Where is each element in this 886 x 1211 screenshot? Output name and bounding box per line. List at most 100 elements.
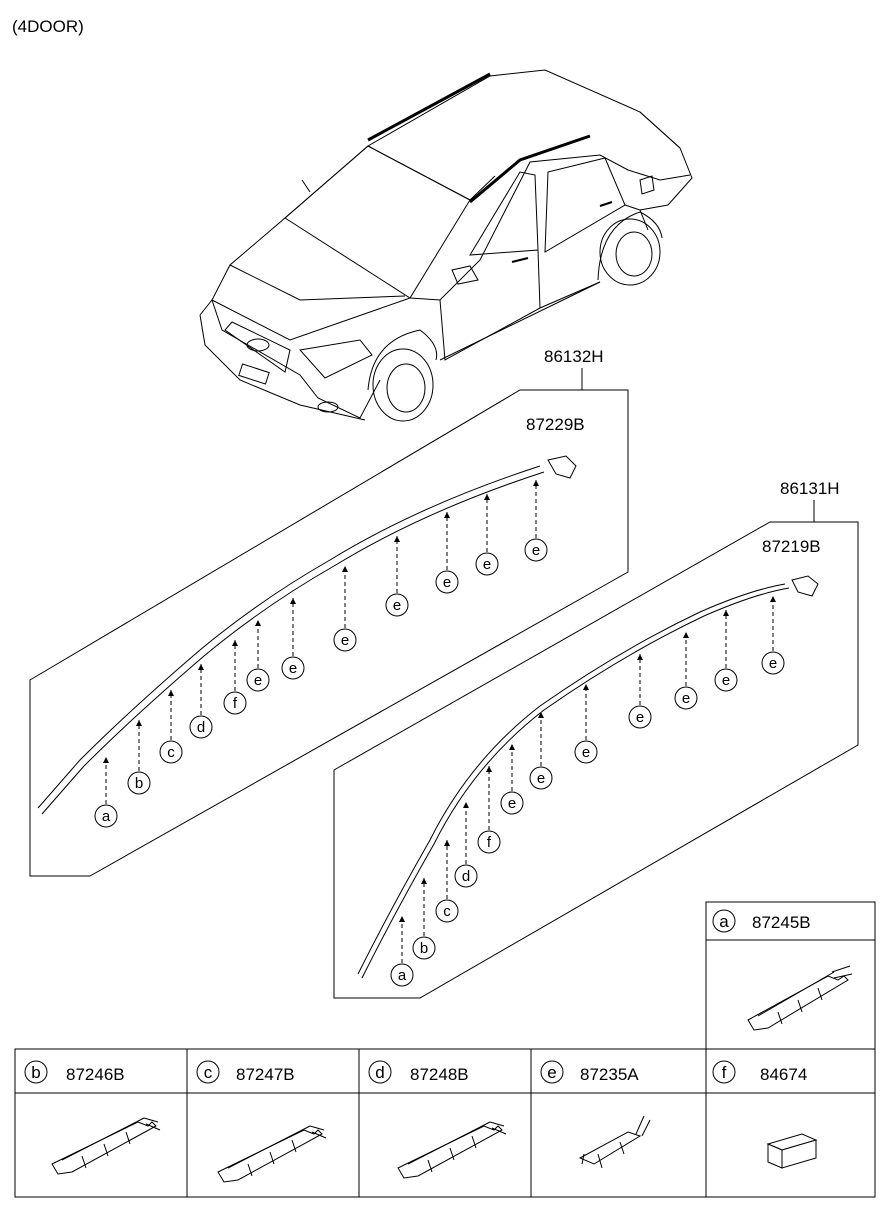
legend-letter-circle-d (368, 1060, 392, 1084)
front-end-piece-number: 87229B (526, 415, 585, 434)
callout-letter: e (636, 709, 644, 726)
legend-letter-c: c (204, 1063, 213, 1082)
callout-arrow (399, 916, 405, 922)
callout-arrow (232, 640, 238, 646)
front-part-number: 86132H (544, 347, 604, 366)
callout-arrow (342, 566, 348, 572)
legend-letter-d: d (375, 1063, 384, 1082)
callout-circle (714, 668, 738, 692)
legend-part-f: 84674 (760, 1065, 807, 1084)
callout-circle (281, 656, 305, 680)
callout-circle (333, 628, 357, 652)
front-moulding-strip (37, 465, 541, 809)
legend-letter-circle-b (24, 1060, 48, 1084)
callout-letter: e (769, 655, 777, 672)
callout-letter: c (443, 903, 451, 920)
callout-letter: e (289, 660, 297, 677)
callout-arrow (637, 654, 643, 660)
clip-a-icon (747, 965, 853, 1031)
sedan-car-illustration (199, 69, 693, 422)
callout-circle (435, 899, 459, 923)
clip-d-icon (397, 1121, 507, 1179)
rear-group-frame (333, 521, 859, 999)
callout-arrow (168, 690, 174, 696)
legend-letter-circle-a (712, 909, 736, 933)
callout-arrow (509, 744, 515, 750)
callout-letter: e (537, 770, 545, 787)
callout-circle (628, 705, 652, 729)
rear-part-number: 86131H (780, 479, 840, 498)
clip-b-icon (51, 1117, 161, 1175)
callout-arrow (683, 632, 689, 638)
callout-arrow (486, 766, 492, 772)
front-group-frame (29, 389, 629, 877)
callout-circle (385, 593, 409, 617)
callout-arrow (484, 494, 490, 500)
pad-f-icon (766, 1133, 818, 1169)
callout-arrow (255, 620, 261, 626)
callout-letter: c (167, 744, 175, 761)
callout-circle (674, 686, 698, 710)
callout-arrow (770, 596, 776, 602)
rear-end-piece-number: 87219B (762, 537, 821, 556)
clip-e-icon (578, 1115, 651, 1169)
rear-moulding-strip (357, 583, 786, 975)
callout-circle (529, 766, 553, 790)
front-end-clip (547, 455, 577, 479)
callout-circle (761, 651, 785, 675)
clip-c-icon (217, 1125, 327, 1183)
callout-letter: e (443, 574, 451, 591)
callout-circle (475, 552, 499, 576)
callout-circle (435, 570, 459, 594)
rear-end-clip (791, 575, 819, 597)
callout-circle (524, 538, 548, 562)
legend-part-d: 87248B (410, 1065, 469, 1084)
callout-circle (412, 936, 436, 960)
callout-arrow (421, 878, 427, 884)
callout-circle (574, 740, 598, 764)
callout-arrow (444, 512, 450, 518)
callout-circle (159, 740, 183, 764)
callout-letter: e (682, 690, 690, 707)
callout-letter: e (341, 632, 349, 649)
callout-letter: e (393, 597, 401, 614)
legend-part-b: 87246B (66, 1065, 125, 1084)
callout-arrow (394, 536, 400, 542)
legend-letter-circle-f (712, 1060, 736, 1084)
callout-arrow (463, 802, 469, 808)
page-title: (4DOOR) (12, 17, 84, 36)
callout-arrow (583, 684, 589, 690)
callout-arrow (103, 757, 109, 763)
legend-letter-circle-c (196, 1060, 220, 1084)
callout-letter: e (483, 556, 491, 573)
callout-letter: e (254, 672, 262, 689)
clip-legend-table: a 87245B b 87246B c 87247B (14, 901, 876, 1198)
callout-circle (500, 791, 524, 815)
callout-letter: f (233, 695, 238, 712)
callout-letter: a (102, 808, 111, 825)
legend-letter-f: f (722, 1063, 727, 1082)
callout-circle (223, 691, 247, 715)
callout-circle (454, 864, 478, 888)
callout-arrow (290, 598, 296, 604)
callout-arrow (723, 610, 729, 616)
legend-part-e: 87235A (580, 1065, 639, 1084)
callout-letter: e (722, 672, 730, 689)
callout-circle (477, 830, 501, 854)
callout-letter: b (420, 940, 428, 957)
callout-arrow (136, 720, 142, 726)
callout-letter: e (508, 795, 516, 812)
legend-part-a: 87245B (752, 913, 811, 932)
callout-arrow (533, 480, 539, 486)
callout-letter: d (197, 719, 205, 736)
callout-letter: d (462, 868, 470, 885)
callout-arrow (538, 712, 544, 718)
legend-bottom-row (14, 1048, 876, 1198)
legend-part-c: 87247B (236, 1065, 295, 1084)
callout-circle (390, 963, 414, 987)
callout-letter: a (398, 967, 407, 984)
